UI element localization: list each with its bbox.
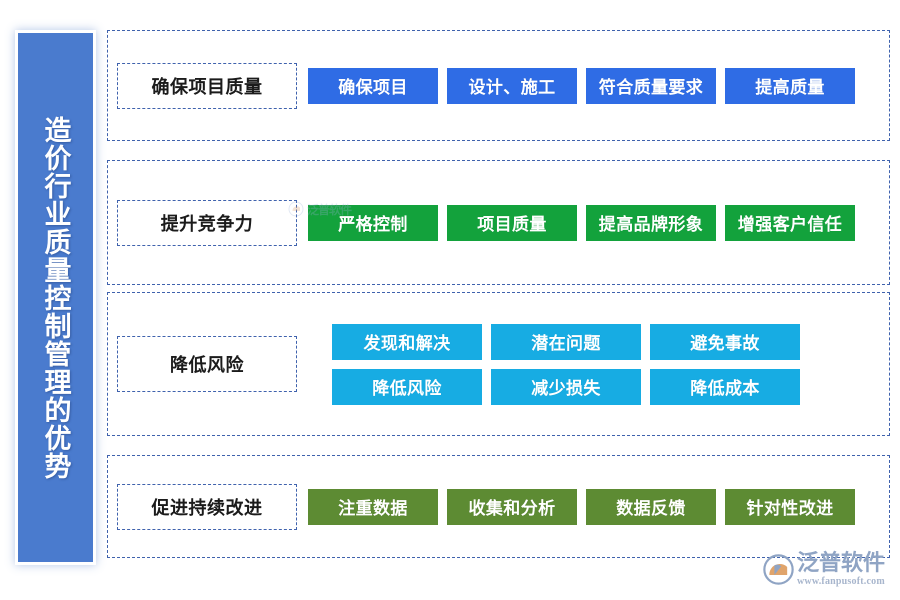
category-row-inner: 提升竞争力严格控制项目质量提高品牌形象增强客户信任 bbox=[117, 161, 880, 284]
category-label: 提升竞争力 bbox=[117, 199, 297, 246]
category-row-inner: 确保项目质量确保项目设计、施工符合质量要求提高质量 bbox=[117, 31, 880, 140]
chip[interactable]: 增强客户信任 bbox=[725, 204, 855, 241]
fanpu-logo-icon bbox=[763, 553, 794, 585]
chip[interactable]: 降低风险 bbox=[332, 368, 482, 405]
chip[interactable]: 符合质量要求 bbox=[586, 67, 716, 104]
chip[interactable]: 确保项目 bbox=[308, 67, 438, 104]
vertical-title-bar: 造价行业质量控制管理的优势 bbox=[15, 30, 96, 565]
category-row: 提升竞争力严格控制项目质量提高品牌形象增强客户信任 bbox=[107, 160, 890, 285]
chip[interactable]: 发现和解决 bbox=[332, 323, 482, 360]
category-row: 促进持续改进注重数据收集和分析数据反馈针对性改进 bbox=[107, 455, 890, 558]
chip[interactable]: 项目质量 bbox=[447, 204, 577, 241]
brand-logo: 泛普软件 www.fanpusoft.com bbox=[763, 548, 895, 590]
chip-group: 确保项目设计、施工符合质量要求提高质量 bbox=[308, 67, 880, 104]
logo-url: www.fanpusoft.com bbox=[797, 575, 885, 587]
chip[interactable]: 针对性改进 bbox=[725, 488, 855, 525]
chip[interactable]: 降低成本 bbox=[650, 368, 800, 405]
logo-name: 泛普软件 bbox=[797, 549, 886, 575]
logo-text-group: 泛普软件 www.fanpusoft.com bbox=[797, 549, 886, 587]
chip-group: 注重数据收集和分析数据反馈针对性改进 bbox=[308, 488, 880, 525]
category-label: 促进持续改进 bbox=[117, 483, 297, 530]
chip-group: 严格控制项目质量提高品牌形象增强客户信任 bbox=[308, 204, 880, 241]
chip[interactable]: 数据反馈 bbox=[586, 488, 716, 525]
chip[interactable]: 提高品牌形象 bbox=[586, 204, 716, 241]
category-row: 降低风险发现和解决潜在问题避免事故降低风险减少损失降低成本 bbox=[107, 292, 890, 436]
category-row-inner: 降低风险发现和解决潜在问题避免事故降低风险减少损失降低成本 bbox=[117, 293, 880, 435]
chip[interactable]: 收集和分析 bbox=[447, 488, 577, 525]
chip[interactable]: 避免事故 bbox=[650, 323, 800, 360]
chip[interactable]: 减少损失 bbox=[491, 368, 641, 405]
chip[interactable]: 潜在问题 bbox=[491, 323, 641, 360]
category-label: 降低风险 bbox=[117, 336, 297, 392]
category-label: 确保项目质量 bbox=[117, 62, 297, 109]
chip-group: 发现和解决潜在问题避免事故降低风险减少损失降低成本 bbox=[308, 323, 880, 405]
chip[interactable]: 提高质量 bbox=[725, 67, 855, 104]
vertical-title-text: 造价行业质量控制管理的优势 bbox=[40, 115, 71, 480]
category-row-inner: 促进持续改进注重数据收集和分析数据反馈针对性改进 bbox=[117, 456, 880, 557]
chip[interactable]: 设计、施工 bbox=[447, 67, 577, 104]
chip[interactable]: 严格控制 bbox=[308, 204, 438, 241]
chip[interactable]: 注重数据 bbox=[308, 488, 438, 525]
category-row: 确保项目质量确保项目设计、施工符合质量要求提高质量 bbox=[107, 30, 890, 141]
